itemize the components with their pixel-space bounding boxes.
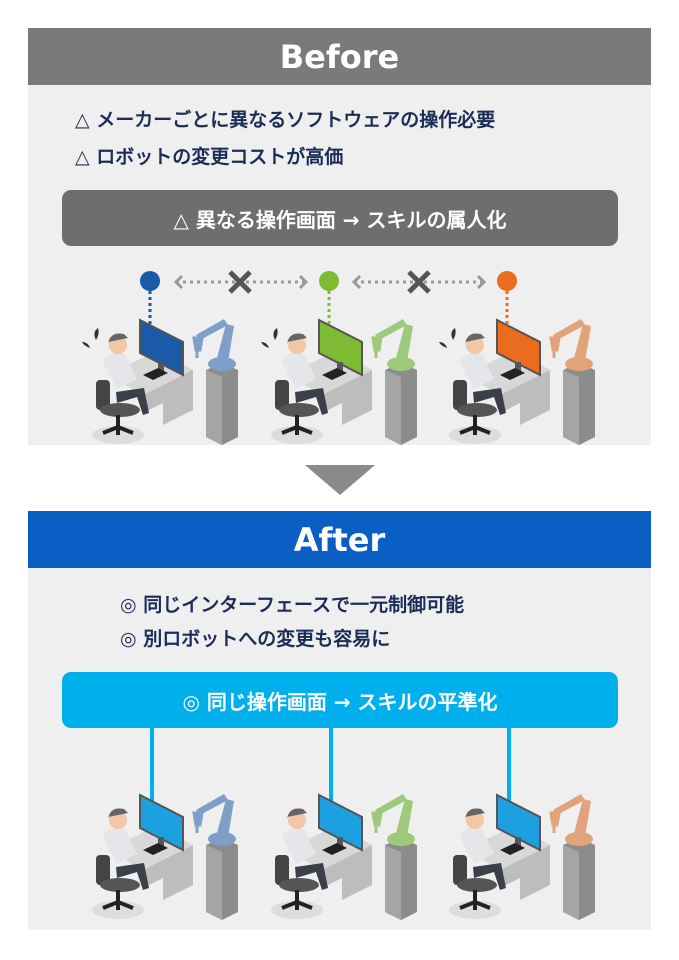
workstation-before-3 (439, 318, 595, 445)
before-summary: △ 異なる操作画面 → スキルの属人化 (62, 190, 618, 246)
screen-pin-2 (319, 271, 339, 325)
workstation-before-1 (82, 318, 238, 445)
before-header: Before (28, 28, 651, 85)
cross-icon (228, 270, 252, 294)
workstation-before-2 (261, 318, 417, 445)
monitor (139, 318, 184, 377)
monitor (139, 793, 184, 852)
monitor (318, 318, 363, 377)
after-point-2: ◎ 別ロボットへの変更も容易に (120, 628, 391, 650)
down-arrow-icon (305, 465, 375, 495)
monitor (318, 793, 363, 852)
workstation-after-1 (92, 793, 238, 920)
after-point-1: ◎ 同じインターフェースで一元制御可能 (120, 594, 465, 616)
incompatible-link-2 (351, 270, 487, 294)
monitor (496, 318, 541, 377)
workstation-after-2 (271, 793, 417, 920)
screen-pin-3 (497, 271, 517, 325)
workstation-after-3 (449, 793, 595, 920)
before-point-2: △ ロボットの変更コストが高価 (75, 146, 344, 168)
cross-icon (407, 270, 431, 294)
before-point-1: △ メーカーごとに異なるソフトウェアの操作必要 (75, 109, 496, 131)
monitor (496, 793, 541, 852)
screen-pin-1 (140, 271, 160, 325)
incompatible-link-1 (173, 270, 309, 294)
after-header: After (28, 511, 651, 568)
after-summary: ◎ 同じ操作画面 → スキルの平準化 (62, 672, 618, 728)
